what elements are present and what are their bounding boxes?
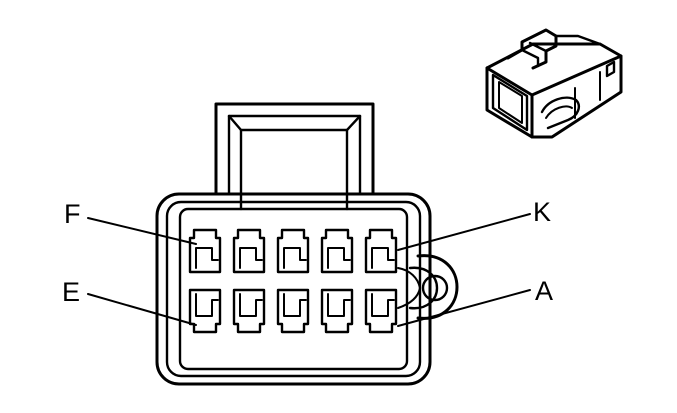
pin-label-e: E xyxy=(62,277,80,307)
leader-line-k xyxy=(397,213,531,251)
leader-line-a xyxy=(397,289,531,327)
terminal-cavity xyxy=(232,288,266,334)
terminal-cavity xyxy=(188,288,222,334)
pin-label-k: K xyxy=(533,197,551,227)
leader-line-e xyxy=(87,293,197,326)
leader-line-f xyxy=(87,217,197,245)
terminal-cavity xyxy=(188,228,222,274)
terminal-cavity xyxy=(364,228,398,274)
terminal-cavity xyxy=(276,288,310,334)
pin-label-a: A xyxy=(535,276,553,306)
pin-label-f: F xyxy=(64,199,81,229)
terminal-cavity xyxy=(320,228,354,274)
connector-face-view xyxy=(155,102,459,386)
terminal-cavity xyxy=(364,288,398,334)
terminal-cavity xyxy=(320,288,354,334)
cavity-row-top xyxy=(188,228,398,274)
cavity-row-bottom xyxy=(188,288,398,334)
terminal-cavity xyxy=(232,228,266,274)
connector-isometric-view xyxy=(485,28,623,139)
terminal-cavity xyxy=(276,228,310,274)
leader-lines xyxy=(87,213,531,327)
